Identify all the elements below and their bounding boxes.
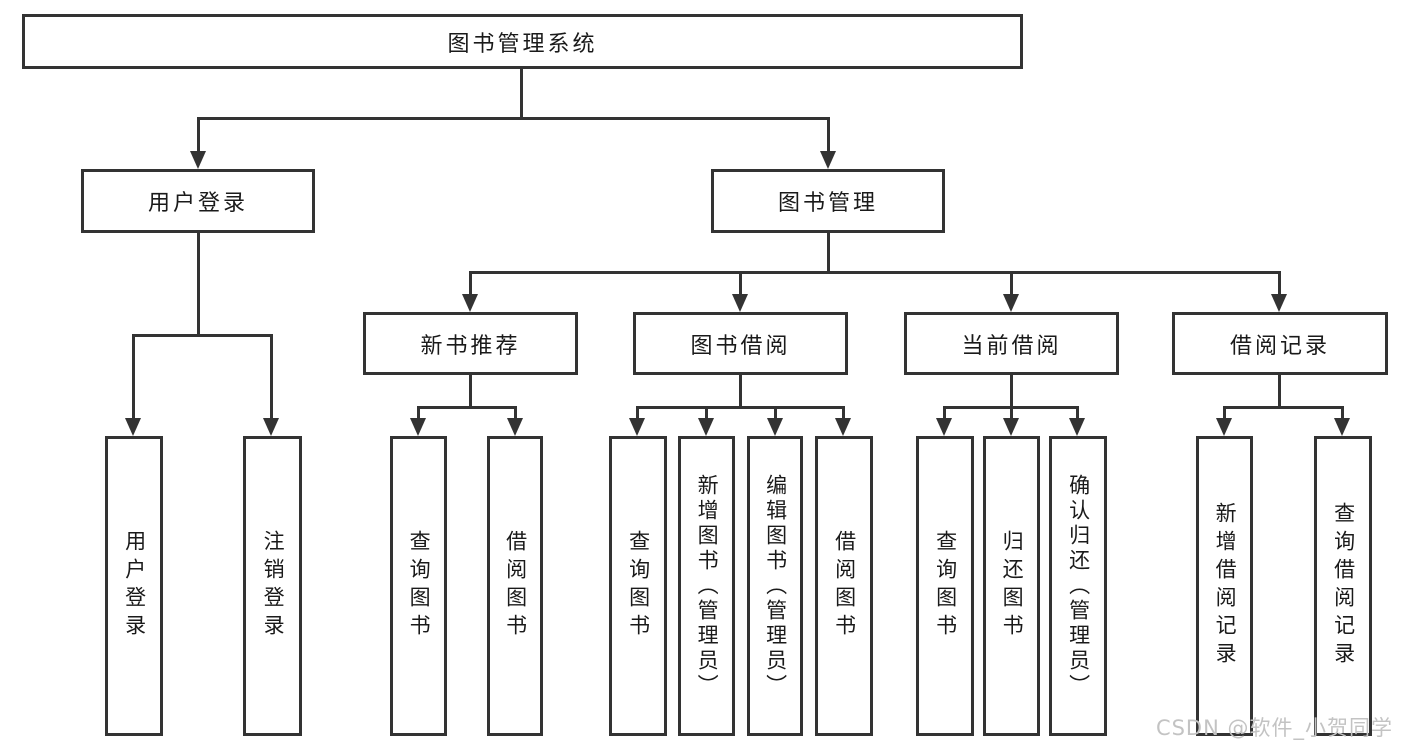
- connector-arrowhead: [1069, 418, 1085, 436]
- leaf-query-books-3: 查询图书: [916, 436, 974, 736]
- connector-line: [1341, 406, 1344, 420]
- connector-line: [469, 271, 472, 296]
- connector-line: [705, 406, 708, 420]
- node-label: 归还图书: [1000, 530, 1025, 642]
- leaf-add-books-admin: 新增图书（管理员）: [678, 436, 735, 736]
- node-label: 图书管理系统: [447, 31, 598, 57]
- connector-line: [636, 406, 639, 420]
- connector-arrowhead: [1003, 418, 1019, 436]
- leaf-add-borrow-record: 新增借阅记录: [1196, 436, 1253, 736]
- node-label: 借阅记录: [1229, 333, 1330, 359]
- connector-arrowhead: [820, 151, 836, 169]
- connector-arrowhead: [1271, 294, 1287, 312]
- connector-arrowhead: [1334, 418, 1350, 436]
- node-label: 新书推荐: [420, 333, 521, 359]
- connector-line: [1223, 406, 1344, 409]
- leaf-user-login: 用户登录: [105, 436, 163, 736]
- node-label: 编辑图书（管理员）: [763, 473, 788, 699]
- node-label: 新增借阅记录: [1213, 502, 1238, 670]
- node-new-book-recommend: 新书推荐: [363, 312, 578, 375]
- connector-arrowhead: [462, 294, 478, 312]
- csdn-watermark: CSDN @软件_小贺同学: [1155, 716, 1393, 740]
- connector-arrowhead: [698, 418, 714, 436]
- connector-arrowhead: [410, 418, 426, 436]
- connector-line: [636, 406, 845, 409]
- connector-line: [827, 117, 830, 153]
- connector-line: [1010, 375, 1013, 406]
- node-label: 借阅图书: [503, 530, 528, 642]
- node-borrow-records: 借阅记录: [1172, 312, 1388, 375]
- connector-line: [469, 271, 1281, 274]
- node-label: 查询借阅记录: [1331, 502, 1356, 670]
- connector-line: [417, 406, 420, 420]
- leaf-logout: 注销登录: [243, 436, 302, 736]
- node-label: 查询图书: [407, 530, 432, 642]
- connector-arrowhead: [732, 294, 748, 312]
- connector-line: [270, 334, 273, 420]
- node-label: 图书管理: [777, 191, 878, 216]
- node-label: 图书借阅: [690, 333, 791, 359]
- connector-line: [132, 334, 135, 420]
- node-book-management: 图书管理: [711, 169, 945, 233]
- connector-line: [197, 117, 830, 120]
- connector-line: [1223, 406, 1226, 420]
- connector-line: [132, 334, 273, 337]
- node-label: 当前借阅: [961, 333, 1062, 359]
- connector-line: [469, 375, 472, 406]
- connector-line: [514, 406, 517, 420]
- connector-line: [1278, 375, 1281, 406]
- node-label: 查询图书: [933, 530, 958, 642]
- leaf-return-books: 归还图书: [983, 436, 1040, 736]
- connector-line: [1010, 271, 1013, 296]
- node-label: 借阅图书: [832, 530, 857, 642]
- connector-line: [197, 117, 200, 153]
- node-label: 查询图书: [626, 530, 651, 642]
- connector-arrowhead: [263, 418, 279, 436]
- leaf-query-books-2: 查询图书: [609, 436, 667, 736]
- leaf-query-books-1: 查询图书: [390, 436, 447, 736]
- node-label: 注销登录: [261, 530, 286, 642]
- connector-line: [1010, 406, 1013, 420]
- leaf-query-borrow-record: 查询借阅记录: [1314, 436, 1372, 736]
- connector-line: [197, 233, 200, 334]
- connector-arrowhead: [767, 418, 783, 436]
- node-book-borrowing: 图书借阅: [633, 312, 848, 375]
- node-label: 新增图书（管理员）: [695, 473, 720, 699]
- connector-arrowhead: [936, 418, 952, 436]
- connector-arrowhead: [1216, 418, 1232, 436]
- leaf-borrow-books-2: 借阅图书: [815, 436, 873, 736]
- connector-line: [1076, 406, 1079, 420]
- connector-arrowhead: [629, 418, 645, 436]
- node-label: 用户登录: [147, 191, 248, 216]
- connector-line: [739, 271, 742, 296]
- connector-line: [1278, 271, 1281, 296]
- connector-line: [417, 406, 517, 409]
- connector-arrowhead: [190, 151, 206, 169]
- leaf-confirm-return-admin: 确认归还（管理员）: [1049, 436, 1107, 736]
- connector-line: [739, 375, 742, 406]
- node-label: 确认归还（管理员）: [1066, 473, 1091, 699]
- leaf-edit-books-admin: 编辑图书（管理员）: [747, 436, 803, 736]
- connector-line: [943, 406, 946, 420]
- connector-line: [827, 233, 830, 272]
- node-label: 用户登录: [122, 530, 147, 642]
- connector-arrowhead: [125, 418, 141, 436]
- node-current-borrowing: 当前借阅: [904, 312, 1119, 375]
- connector-line: [774, 406, 777, 420]
- node-user-login: 用户登录: [81, 169, 315, 233]
- connector-arrowhead: [1003, 294, 1019, 312]
- connector-line: [520, 69, 523, 117]
- connector-arrowhead: [835, 418, 851, 436]
- leaf-borrow-books-1: 借阅图书: [487, 436, 543, 736]
- node-library-system: 图书管理系统: [22, 14, 1023, 69]
- connector-arrowhead: [507, 418, 523, 436]
- connector-line: [842, 406, 845, 420]
